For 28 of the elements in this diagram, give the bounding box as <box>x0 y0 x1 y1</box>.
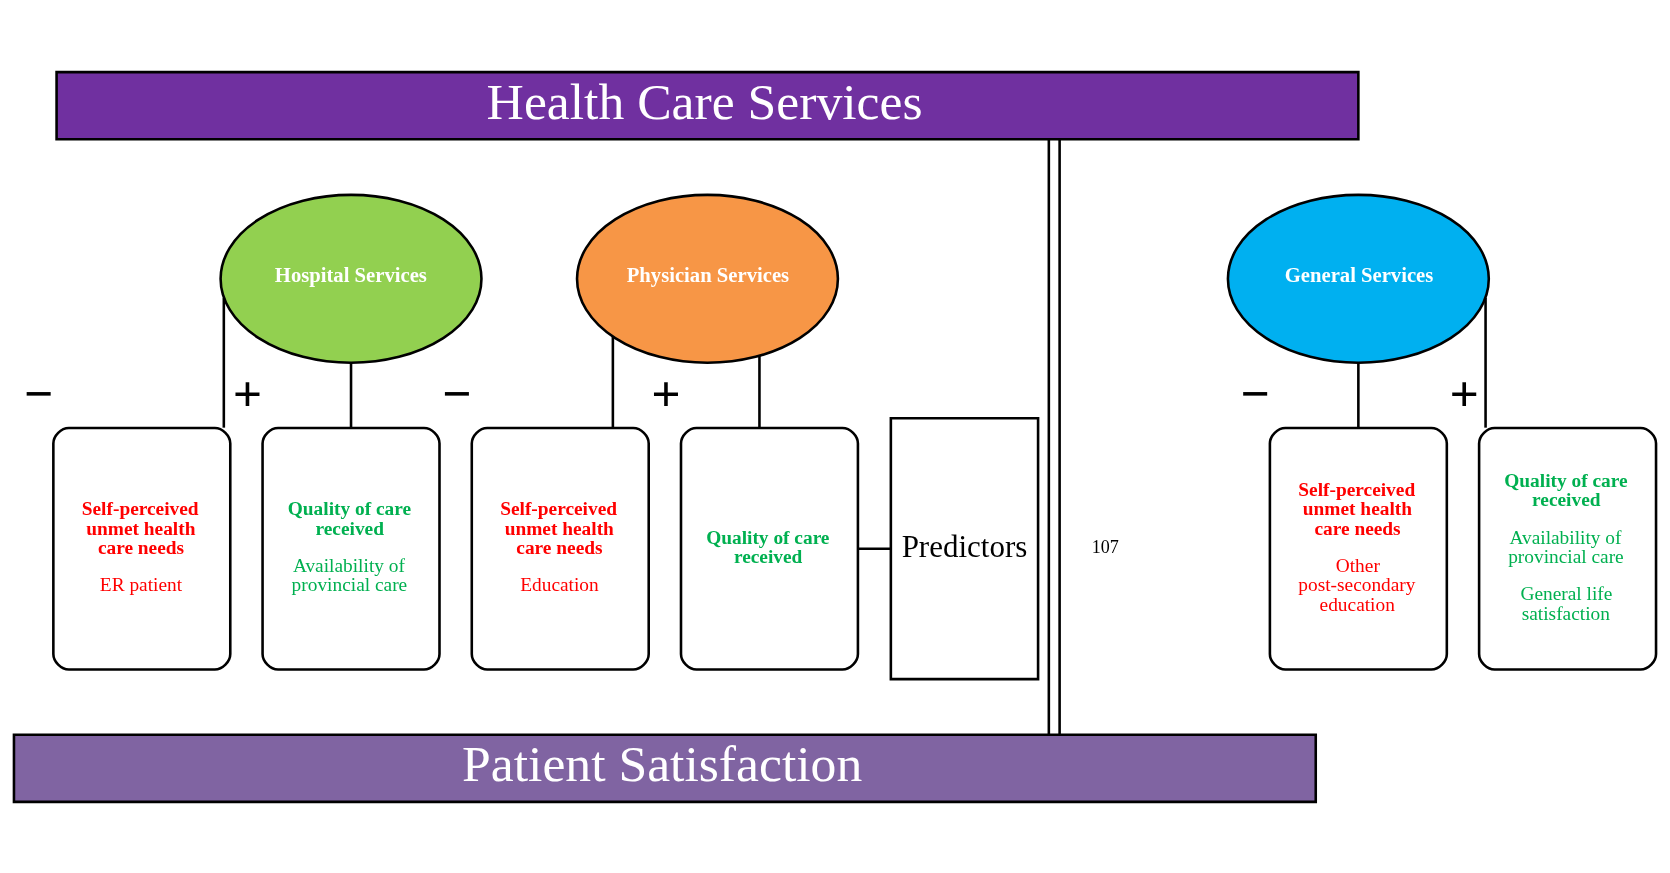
connector <box>349 362 353 427</box>
node-box: Quality of care received Availability of provincial care General life satisfaction <box>1477 426 1658 671</box>
connector <box>1047 139 1051 735</box>
connector <box>758 355 761 428</box>
node-label: − <box>23 364 54 422</box>
connector <box>1058 139 1061 735</box>
connector <box>1357 362 1360 427</box>
node-label: + <box>1449 364 1479 422</box>
node-box: Health Care Services <box>55 70 1360 141</box>
connector <box>611 336 615 428</box>
connector <box>1484 297 1487 428</box>
node-box: Patient Satisfaction <box>12 732 1318 803</box>
node-box: Quality of care received Availability of provincial care <box>261 426 441 671</box>
node-box: Quality of care received <box>679 426 860 671</box>
node-box: Self-perceived unmet health care needs Other post-secondary education <box>1268 426 1449 671</box>
node-box: Predictors <box>889 416 1040 680</box>
node-label: − <box>1240 364 1270 422</box>
node-label: + <box>232 364 263 422</box>
node-ellipse: Physician Services <box>575 193 840 364</box>
connector <box>222 297 226 428</box>
node-label: + <box>651 364 681 422</box>
node-box: Self-perceived unmet health care needs ER patient <box>52 426 232 671</box>
label: 107 <box>1091 536 1119 557</box>
node-ellipse: General Services <box>1226 193 1491 364</box>
connector <box>858 546 891 550</box>
node-ellipse: Hospital Services <box>219 193 483 364</box>
node-box: Self-perceived unmet health care needs Education <box>470 426 650 671</box>
node-label: − <box>442 364 472 422</box>
